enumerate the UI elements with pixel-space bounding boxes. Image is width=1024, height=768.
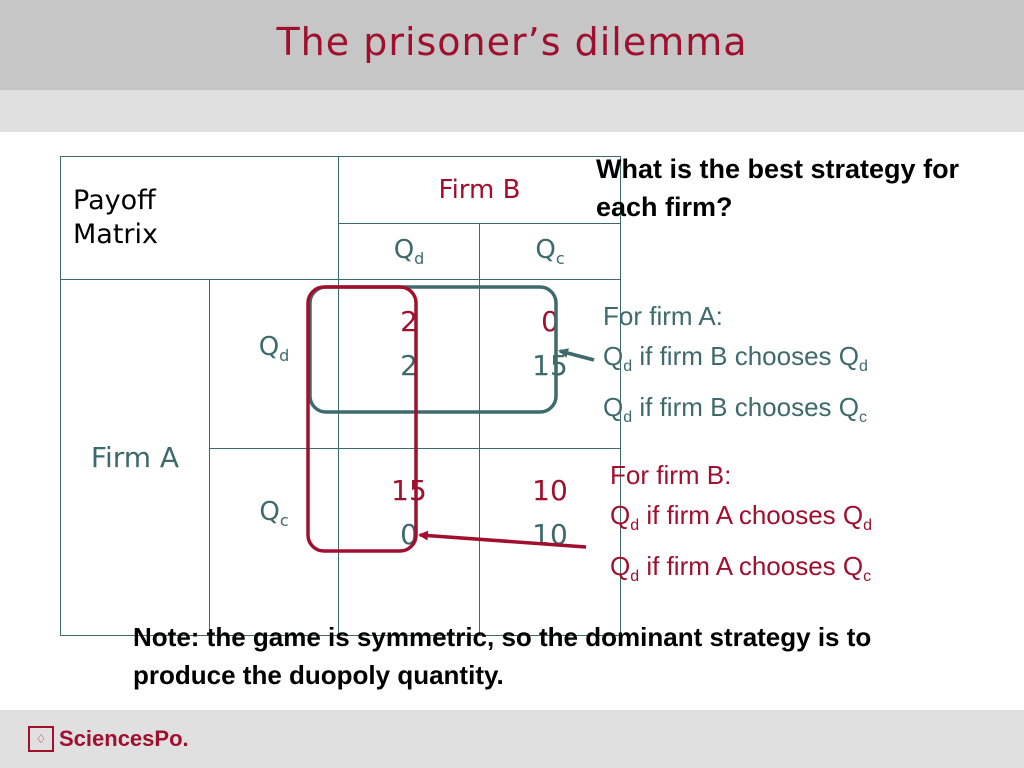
firm-a-line-1: Qd if firm B chooses Qd: [603, 341, 868, 376]
page-title: The prisoner’s dilemma: [276, 20, 748, 64]
payoff-cell-dd: 2 2: [338, 279, 480, 449]
firm-a-heading: For firm A:: [603, 301, 723, 331]
subtitle-bar: [0, 90, 1024, 132]
firm-b-strategy: For firm B: Qd if firm A chooses Qd Qd i…: [610, 455, 872, 597]
note-text: Note: the game is symmetric, so the domi…: [133, 622, 872, 690]
payoff-cell-dc: 0 15: [479, 279, 621, 449]
firm-b-line-1: Qd if firm A chooses Qd: [610, 500, 873, 535]
payoff-cc-firm-a: 10: [532, 518, 568, 551]
footer-bar: [0, 710, 1024, 768]
payoff-dd-firm-a: 2: [400, 349, 418, 382]
payoff-matrix: Payoff Matrix Firm B Qd Qc Firm A Qd 2 2…: [60, 156, 621, 636]
payoff-label-line1: Payoff: [73, 185, 156, 216]
payoff-matrix-label: Payoff Matrix: [60, 156, 339, 280]
payoff-dc-firm-b: 0: [541, 305, 559, 338]
firm-a-strategy: For firm A: Qd if firm B chooses Qd Qd i…: [603, 296, 868, 438]
firm-a-qd-header: Qd: [209, 279, 339, 449]
sciencespo-emblem-icon: ♢: [28, 726, 54, 752]
sciencespo-logo: ♢ SciencesPo.: [28, 726, 189, 752]
title-bar: [0, 0, 1024, 90]
payoff-cd-firm-b: 15: [391, 474, 427, 507]
payoff-label-line2: Matrix: [73, 219, 159, 250]
firm-b-qc-header: Qc: [479, 223, 621, 280]
brand-name: SciencesPo.: [59, 726, 189, 751]
firm-b-qd-header: Qd: [338, 223, 480, 280]
payoff-dc-firm-a: 15: [532, 349, 568, 382]
payoff-cc-firm-b: 10: [532, 474, 568, 507]
firm-a-qc-header: Qc: [209, 448, 339, 636]
firm-a-line-2: Qd if firm B chooses Qc: [603, 392, 867, 427]
payoff-cell-cd: 15 0: [338, 448, 480, 636]
payoff-dd-firm-b: 2: [400, 305, 418, 338]
question-text: What is the best strategy for each firm?: [596, 154, 960, 222]
firm-b-header: Firm B: [338, 156, 621, 224]
firm-a-header: Firm A: [60, 279, 210, 636]
firm-b-heading: For firm B:: [610, 460, 732, 490]
firm-b-line-2: Qd if firm A chooses Qc: [610, 551, 872, 586]
payoff-cd-firm-a: 0: [400, 518, 418, 551]
payoff-cell-cc: 10 10: [479, 448, 621, 636]
